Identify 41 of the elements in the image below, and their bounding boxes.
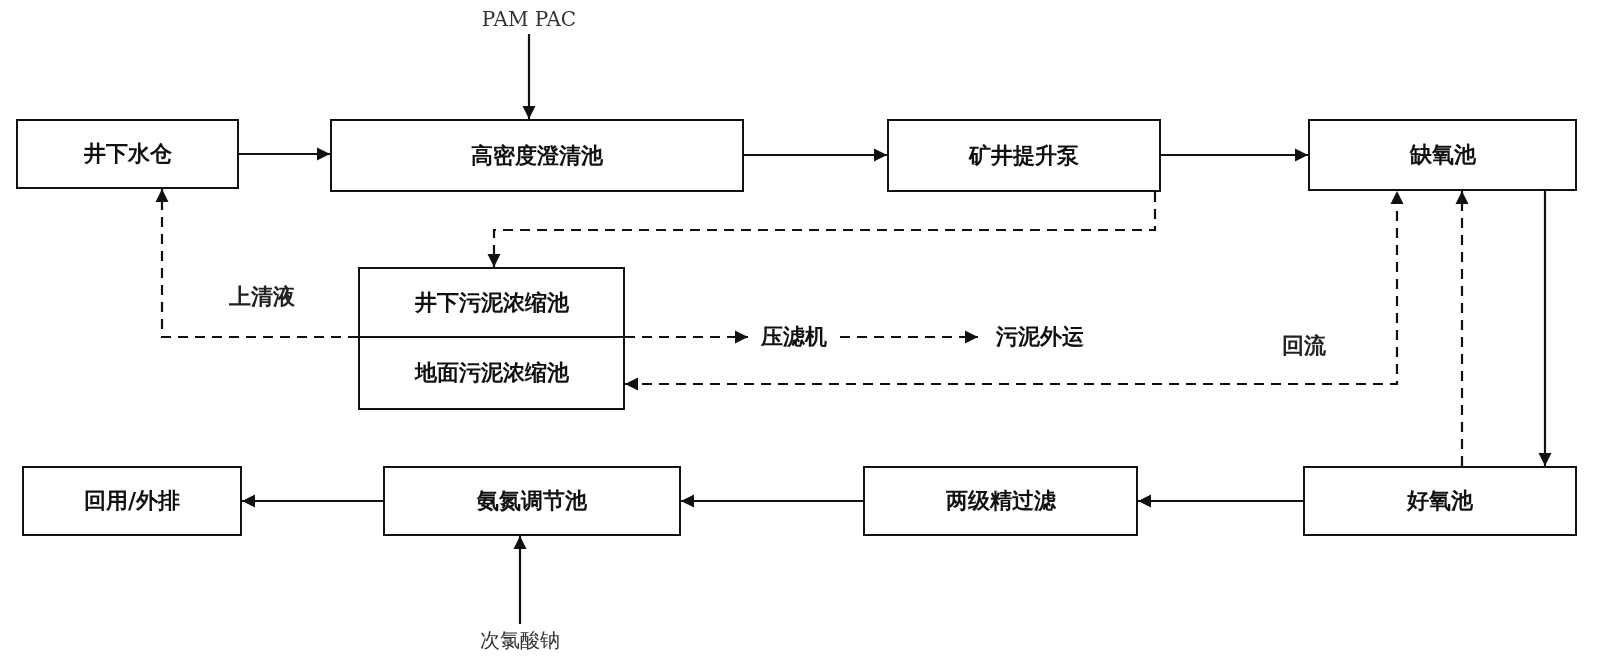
arrow	[487, 192, 1157, 267]
box-label: 好氧池	[1407, 486, 1473, 515]
arrow	[681, 494, 863, 508]
arrow	[744, 148, 887, 162]
input-label: PAM PAC	[481, 7, 577, 31]
box-label: 缺氧池	[1409, 140, 1476, 169]
process-label: 污泥外运	[996, 322, 1084, 351]
arrow	[513, 536, 527, 624]
box-label: 矿井提升泵	[969, 140, 1079, 170]
process-box	[1308, 119, 1577, 191]
process-box	[887, 119, 1161, 192]
process-label: 压滤机	[761, 322, 827, 351]
flow-note: 回流	[1282, 331, 1326, 360]
box-label: 井下水仓	[83, 139, 172, 168]
arrow	[625, 191, 1404, 391]
arrow	[1538, 191, 1552, 466]
box-label: 井下污泥浓缩池	[414, 287, 569, 317]
box-label: 地面污泥浓缩池	[414, 358, 569, 387]
flow-note: 上清液	[229, 282, 295, 311]
input-label: 次氯酸钠	[480, 626, 560, 654]
arrow	[155, 189, 358, 339]
box-label: 回用/外排	[83, 486, 180, 515]
arrow	[1161, 148, 1308, 162]
process-box	[16, 119, 239, 189]
process-box	[358, 267, 625, 338]
arrow	[239, 147, 330, 161]
process-box	[383, 466, 681, 536]
box-label: 氨氮调节池	[477, 486, 587, 515]
process-box	[358, 336, 625, 410]
box-label: 高密度澄清池	[471, 140, 603, 170]
process-box	[863, 466, 1138, 536]
arrow	[522, 34, 536, 119]
arrow	[1455, 191, 1469, 466]
box-label: 两级精过滤	[945, 486, 1056, 515]
arrow	[1138, 494, 1303, 508]
process-box	[1303, 466, 1577, 536]
arrow	[625, 330, 748, 344]
arrow	[840, 330, 978, 344]
arrow	[242, 494, 383, 508]
process-box	[22, 466, 242, 536]
process-box	[330, 119, 744, 192]
